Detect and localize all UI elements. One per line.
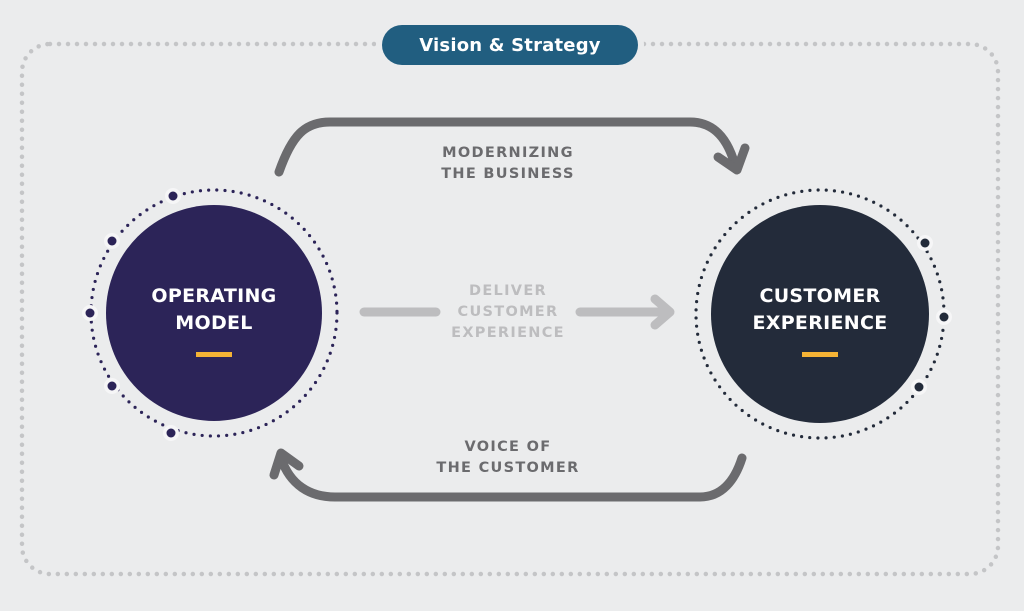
voice-line1: VOICE OF: [464, 439, 552, 455]
modernizing-label: MODERNIZING THE BUSINESS: [408, 143, 608, 185]
deliver-line1: DELIVER: [469, 283, 547, 299]
voice-label: VOICE OF THE CUSTOMER: [408, 437, 608, 479]
ring-node-dot: [920, 238, 930, 248]
deliver-line2: CUSTOMER: [457, 304, 559, 320]
vision-strategy-badge: Vision & Strategy: [382, 25, 638, 65]
operating-model-node: [82, 188, 339, 441]
deliver-label: DELIVER CUSTOMER EXPERIENCE: [428, 281, 588, 344]
operating-model-line1: OPERATING: [151, 285, 277, 307]
deliver-arrow: [359, 294, 675, 330]
customer-experience-line1: CUSTOMER: [759, 285, 881, 307]
ring-node-dot: [85, 308, 95, 318]
modernizing-line2: THE BUSINESS: [441, 166, 575, 182]
modernizing-arrow: [274, 117, 750, 177]
ring-node-dot: [168, 191, 178, 201]
customer-experience-accent-bar: [802, 352, 838, 357]
ring-node-dot: [914, 382, 924, 392]
modernizing-line1: MODERNIZING: [442, 145, 574, 161]
ring-node-dot: [107, 381, 117, 391]
deliver-line3: EXPERIENCE: [451, 325, 565, 341]
customer-experience-line2: EXPERIENCE: [752, 312, 888, 334]
customer-experience-circle: [711, 205, 929, 423]
operating-model-line2: MODEL: [175, 312, 253, 334]
customer-experience-node: [694, 188, 952, 440]
ring-node-dot: [107, 236, 117, 246]
customer-experience-label: CUSTOMER EXPERIENCE: [730, 283, 910, 337]
ring-node-dot: [166, 428, 176, 438]
voice-line2: THE CUSTOMER: [436, 460, 580, 476]
operating-model-label: OPERATING MODEL: [134, 283, 294, 337]
operating-model-circle: [106, 205, 322, 421]
ring-node-dot: [939, 312, 949, 322]
voice-arrow: [269, 448, 747, 502]
operating-model-accent-bar: [196, 352, 232, 357]
